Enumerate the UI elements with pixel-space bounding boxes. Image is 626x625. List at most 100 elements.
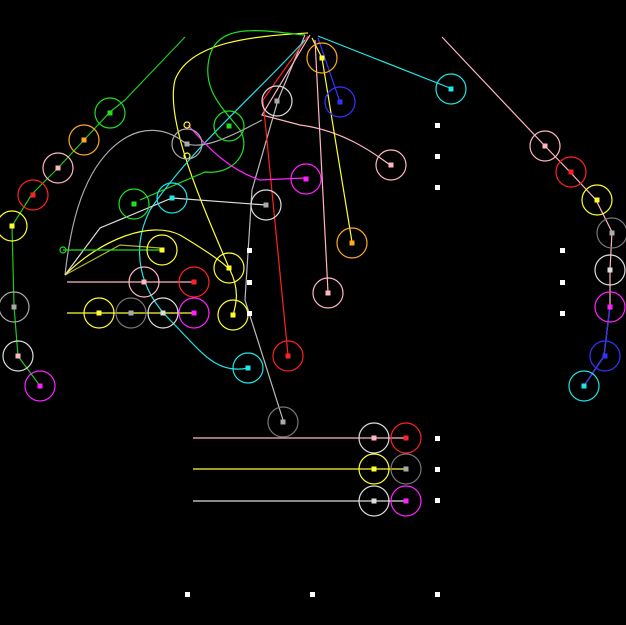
magenta-arc-path [187, 124, 306, 181]
node-center [285, 353, 291, 359]
node-ring [17, 179, 49, 211]
node-ring [358, 453, 390, 485]
node-center [128, 310, 134, 316]
node-center [107, 110, 113, 116]
node-center [131, 201, 137, 207]
green-link-path [11, 36, 186, 387]
node-center [160, 310, 166, 316]
yellow-fan-path [64, 244, 161, 276]
node-ring [178, 297, 210, 329]
node-center [280, 419, 286, 425]
node-center [403, 466, 409, 472]
node-center [55, 165, 61, 171]
node-ring [171, 128, 203, 160]
node-ring [213, 252, 245, 284]
node-center [37, 383, 43, 389]
node-ring [156, 182, 188, 214]
green-small-ring [59, 246, 67, 254]
node-center [581, 383, 587, 389]
white-marker [435, 123, 440, 128]
node-ring [596, 217, 626, 249]
node-center [245, 365, 251, 371]
node-center [349, 240, 355, 246]
node-ring [94, 97, 126, 129]
node-center [96, 310, 102, 316]
white-sweep-path [64, 197, 267, 276]
white-marker [435, 592, 440, 597]
node-ring [250, 189, 282, 221]
node-ring [594, 254, 626, 286]
node-center [371, 435, 377, 441]
horizontal-connectors [63, 249, 406, 502]
node-ring [83, 297, 115, 329]
node-center [607, 267, 613, 273]
node-ring [589, 340, 621, 372]
node-ring [213, 110, 245, 142]
white-marker [247, 280, 252, 285]
node-ring [390, 422, 422, 454]
node-center [542, 143, 548, 149]
node-ring [118, 188, 150, 220]
node-ring [390, 485, 422, 517]
cyan-arc-path [139, 39, 306, 370]
node-center [371, 498, 377, 504]
pink-link-path [314, 39, 329, 293]
node-center [325, 290, 331, 296]
white-marker [435, 498, 440, 503]
node-center [15, 353, 21, 359]
node-center [11, 304, 17, 310]
node-center [30, 192, 36, 198]
node-center [81, 137, 87, 143]
node-ring [272, 340, 304, 372]
white-marker [435, 154, 440, 159]
node-ring [146, 234, 178, 266]
node-ring [0, 210, 28, 242]
node-center [184, 141, 190, 147]
node-ring [306, 42, 338, 74]
node-ring [435, 73, 467, 105]
red-link-path [262, 35, 309, 356]
white-marker [185, 592, 190, 597]
node-ring [267, 406, 299, 438]
node-ring [24, 370, 56, 402]
white-marker [560, 280, 565, 285]
node-ring [2, 340, 34, 372]
blue-link-path [317, 37, 341, 103]
gray-loop-path [64, 119, 263, 276]
node-center [230, 312, 236, 318]
node-center [448, 86, 454, 92]
gray-arc-path [244, 34, 306, 421]
node-ring [0, 291, 30, 323]
node-center [159, 247, 165, 253]
node-ring [375, 149, 407, 181]
node-center [602, 353, 608, 359]
pink-arc-path [261, 34, 391, 166]
node-ring [128, 266, 160, 298]
white-markers [185, 123, 565, 597]
node-center [191, 279, 197, 285]
node-center [609, 230, 615, 236]
nodes [0, 42, 626, 517]
white-marker [310, 592, 315, 597]
node-center [169, 195, 175, 201]
green-arc-path [139, 30, 306, 201]
white-marker [435, 185, 440, 190]
node-center [388, 162, 394, 168]
node-center [319, 55, 325, 61]
node-ring [568, 370, 600, 402]
yellow-sweep-path [64, 229, 229, 276]
node-ring [68, 124, 100, 156]
node-ring [147, 297, 179, 329]
node-center [141, 279, 147, 285]
node-center [274, 98, 280, 104]
node-ring [336, 227, 368, 259]
white-marker [247, 311, 252, 316]
node-ring [178, 266, 210, 298]
cyan-link-path [317, 35, 451, 89]
node-center [191, 310, 197, 316]
white-marker [247, 248, 252, 253]
white-marker [435, 436, 440, 441]
node-ring [324, 86, 356, 118]
node-ring [390, 453, 422, 485]
node-center [263, 202, 269, 208]
